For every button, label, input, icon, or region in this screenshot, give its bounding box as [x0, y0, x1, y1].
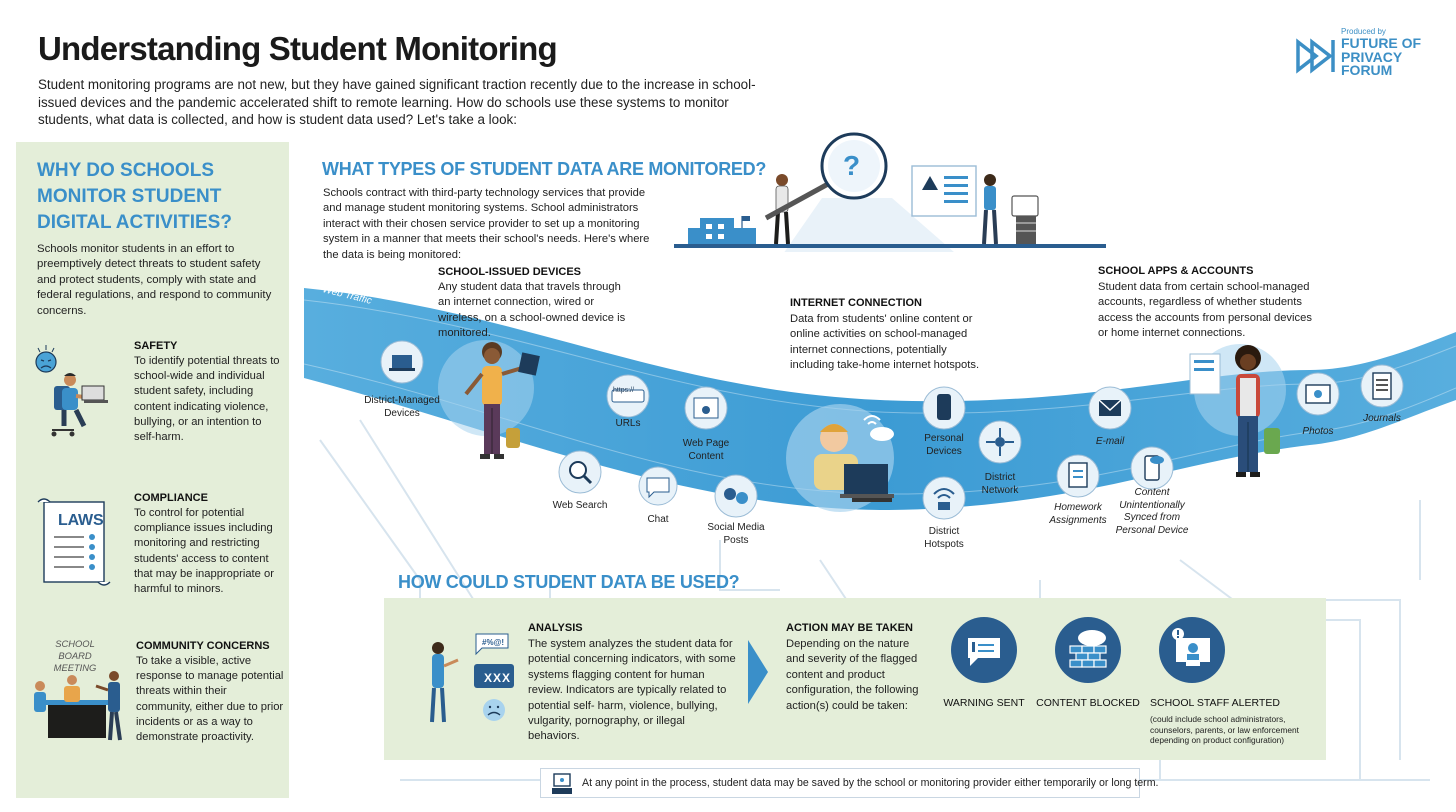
xxx-text: XXX	[484, 671, 512, 685]
district-hotspots-label: District Hotspots	[924, 526, 964, 550]
laws-label: LAWS	[58, 512, 104, 529]
profanity-bubble-text: #%@!	[482, 638, 505, 647]
laws-scroll-icon	[37, 498, 111, 586]
urls-icon	[606, 374, 650, 418]
district-devices-icon	[380, 340, 424, 384]
chat-icon	[638, 466, 678, 506]
category-devices-title: SCHOOL-ISSUED DEVICES	[438, 266, 582, 278]
district-network-label: District Network	[981, 472, 1019, 496]
why-heading: WHY DO SCHOOLS MONITOR STUDENT DIGITAL A…	[37, 160, 232, 233]
category-devices-desc: Any student data that travels through an…	[438, 281, 626, 340]
why-description: Schools monitor students in an effort to…	[37, 243, 272, 317]
synced-content-label: Content Unintentionally Synced from Pers…	[1115, 487, 1189, 536]
district-devices-label: District-Managed Devices	[364, 395, 440, 419]
storage-icon	[552, 773, 572, 794]
types-description: Schools contract with third-party techno…	[323, 187, 650, 261]
personal-devices-label: Personal Devices	[924, 433, 964, 457]
usage-heading: HOW COULD STUDENT DATA BE USED?	[398, 572, 740, 592]
web-page-content-icon	[684, 386, 728, 430]
email-icon	[1088, 386, 1132, 430]
school-board-label: SCHOOL BOARD MEETING	[53, 638, 97, 673]
reason-compliance-desc: To control for potential compliance issu…	[134, 507, 274, 596]
content-blocked-icon	[1055, 617, 1121, 683]
journals-icon	[1360, 364, 1404, 408]
journals-label: Journals	[1363, 413, 1401, 424]
logo-produced-by: Produced by	[1341, 27, 1386, 36]
footer-text: At any point in the process, student dat…	[582, 777, 1159, 789]
warning-sent-icon	[951, 617, 1017, 683]
reason-safety-desc: To identify potential threats to school-…	[134, 355, 280, 444]
footer-box	[540, 768, 1140, 798]
synced-content-icon	[1130, 446, 1174, 490]
reason-compliance-title: COMPLIANCE	[134, 492, 208, 504]
logo-name: FUTURE OF PRIVACY FORUM	[1341, 35, 1422, 78]
staff-alerted-label: SCHOOL STAFF ALERTED	[1150, 697, 1280, 709]
safety-illustration-icon	[35, 345, 108, 437]
intro-text: Student monitoring programs are not new,…	[38, 77, 756, 127]
url-bar-text: https://	[613, 387, 635, 394]
board-meeting-illustration-icon	[34, 671, 122, 741]
action-desc: Depending on the nature and severity of …	[786, 638, 919, 712]
homework-label: Homework Assignments	[1049, 502, 1107, 526]
web-search-icon	[558, 450, 602, 494]
analysis-illustration-icon	[430, 633, 514, 723]
district-network-icon	[978, 420, 1022, 464]
district-hotspots-icon	[922, 476, 966, 520]
arrow-right-icon	[748, 640, 768, 704]
monitoring-platform-illustration-icon	[674, 132, 1106, 252]
social-media-label: Social Media Posts	[707, 522, 765, 546]
category-internet-title: INTERNET CONNECTION	[790, 297, 922, 309]
content-blocked-label: CONTENT BLOCKED	[1036, 697, 1140, 709]
category-apps-desc: Student data from certain school-managed…	[1098, 281, 1312, 340]
web-page-content-label: Web Page Content	[682, 438, 730, 462]
page-title: Understanding Student Monitoring	[38, 30, 558, 67]
warning-sent-label: WARNING SENT	[943, 697, 1025, 709]
social-media-icon	[714, 474, 758, 518]
types-heading: WHAT TYPES OF STUDENT DATA ARE MONITORED…	[322, 159, 767, 179]
analysis-title: ANALYSIS	[528, 622, 583, 634]
why-panel	[16, 142, 289, 798]
category-apps-title: SCHOOL APPS & ACCOUNTS	[1098, 265, 1254, 277]
photos-icon	[1296, 372, 1340, 416]
student-backpack-illustration-icon	[1189, 344, 1286, 477]
staff-alerted-note: (could include school administrators, co…	[1150, 714, 1299, 746]
reason-safety-title: SAFETY	[134, 340, 178, 352]
question-mark: ?	[843, 150, 861, 181]
action-title: ACTION MAY BE TAKEN	[786, 622, 913, 634]
analysis-desc: The system analyzes the student data for…	[528, 638, 736, 743]
homework-icon	[1056, 454, 1100, 498]
web-search-label: Web Search	[552, 500, 608, 511]
chat-label: Chat	[647, 514, 669, 525]
photos-label: Photos	[1302, 426, 1334, 437]
category-internet-desc: Data from students' online content or on…	[790, 313, 980, 372]
urls-label: URLs	[615, 418, 641, 429]
staff-alerted-icon	[1159, 617, 1225, 683]
reason-community-title: COMMUNITY CONCERNS	[136, 640, 270, 652]
fpf-logo-icon	[1296, 38, 1335, 74]
student-tablet-illustration-icon	[438, 340, 540, 459]
email-label: E-mail	[1095, 436, 1125, 447]
usage-panel	[384, 598, 1326, 760]
reason-community-desc: To take a visible, active response to ma…	[136, 655, 284, 744]
personal-devices-icon	[922, 386, 966, 430]
student-laptop-illustration-icon	[786, 404, 894, 512]
